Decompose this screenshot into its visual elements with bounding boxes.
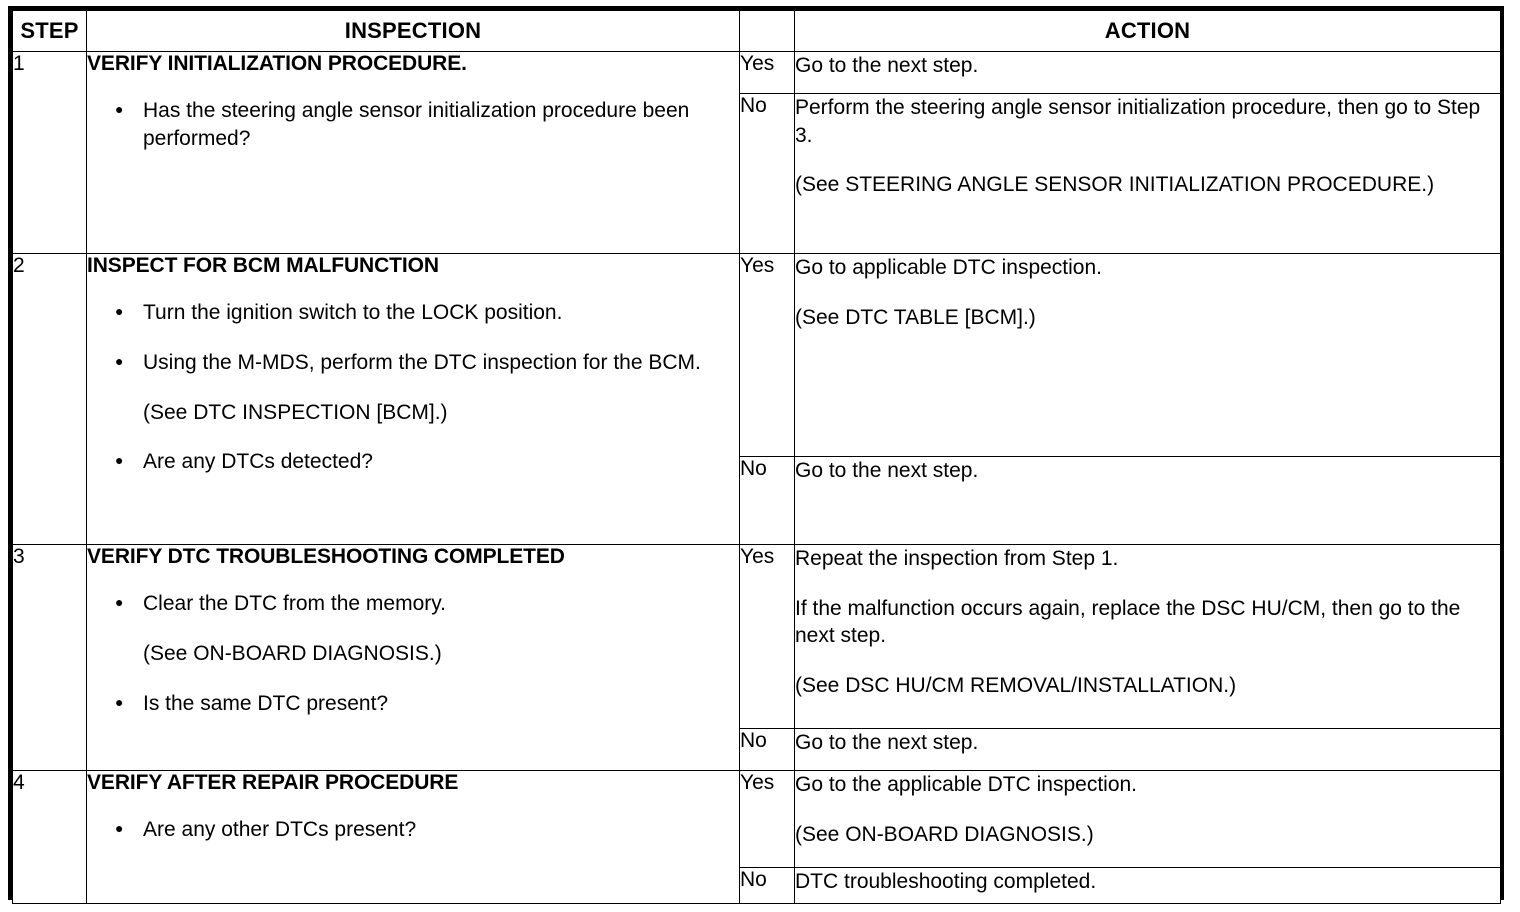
action-paragraph: Go to applicable DTC inspection. [795,256,1102,279]
inspection-note-item: (See DTC INSPECTION [BCM].) [143,400,448,424]
inspection-cell: INSPECT FOR BCM MALFUNCTION Turn the igni… [86,253,740,545]
inspection-title: VERIFY DTC TROUBLESHOOTING COMPLETED [87,545,565,568]
inspection-bullet-item: Is the same DTC present? [115,689,739,718]
inspection-item-list: Has the steering angle sensor initializa… [87,96,739,152]
branch-label-yes: Yes [739,544,795,729]
inspection-title: VERIFY INITIALIZATION PROCEDURE. [87,52,467,75]
inspection-title: VERIFY AFTER REPAIR PROCEDURE [87,771,459,794]
inspection-cell: VERIFY INITIALIZATION PROCEDURE. Has the … [86,51,740,254]
branch-label-yes: Yes [739,253,795,457]
action-cell: Repeat the inspection from Step 1. If the… [794,544,1501,729]
action-paragraph: If the malfunction occurs again, replace… [795,596,1461,648]
header-yesno [739,10,795,52]
action-paragraph: Perform the steering angle sensor initia… [795,96,1481,147]
action-paragraph: Go to the next step. [795,731,979,754]
action-paragraph: (See DTC TABLE [BCM].) [795,305,1036,329]
action-cell: DTC troubleshooting completed. [794,867,1501,904]
inspection-item-list: Clear the DTC from the memory. (See ON-BO… [87,589,739,718]
branch-label-no: No [739,93,795,254]
action-paragraph: DTC troubleshooting completed. [795,870,1097,893]
action-cell: Go to the next step. [794,456,1501,545]
action-paragraph: Go to the next step. [795,459,979,482]
branch-label-no: No [739,456,795,545]
inspection-bullet-item: Are any other DTCs present? [115,815,739,844]
action-cell: Go to the next step. [794,728,1501,771]
header-row: STEP INSPECTION ACTION [12,10,1501,52]
inspection-bullet-item: Has the steering angle sensor initializa… [115,96,739,152]
inspection-note-item: (See ON-BOARD DIAGNOSIS.) [143,641,442,665]
header-step: STEP [12,10,87,52]
branch-label-no: No [739,867,795,904]
step-number-cell: 3 [12,544,87,771]
action-cell: Go to the applicable DTC inspection. (See… [794,770,1501,868]
inspection-bullet-item: Are any DTCs detected? [115,447,739,476]
action-cell: Go to applicable DTC inspection. (See DTC… [794,253,1501,457]
action-paragraph: Go to the next step. [795,54,979,77]
branch-label-no: No [739,728,795,771]
inspection-title: INSPECT FOR BCM MALFUNCTION [87,254,439,277]
step-number-cell: 1 [12,51,87,254]
inspection-bullet-item: Using the M-MDS, perform the DTC inspect… [115,348,739,377]
inspection-cell: VERIFY AFTER REPAIR PROCEDURE Are any oth… [86,770,740,904]
header-action: ACTION [794,10,1501,52]
branch-label-yes: Yes [739,770,795,868]
inspection-bullet-item: Turn the ignition switch to the LOCK pos… [115,298,739,327]
inspection-item-list: Turn the ignition switch to the LOCK pos… [87,298,739,476]
action-cell: Perform the steering angle sensor initia… [794,93,1501,254]
step-number-cell: 4 [12,770,87,904]
table-header: STEP INSPECTION ACTION [12,10,1501,52]
inspection-item-list: Are any other DTCs present? [87,815,739,844]
action-paragraph: (See STEERING ANGLE SENSOR INITIALIZATIO… [795,173,1435,197]
action-paragraph: (See ON-BOARD DIAGNOSIS.) [795,822,1094,846]
header-inspection: INSPECTION [86,10,740,52]
step-number-cell: 2 [12,253,87,545]
inspection-cell: VERIFY DTC TROUBLESHOOTING COMPLETED Clea… [86,544,740,771]
action-paragraph: (See DSC HU/CM REMOVAL/INSTALLATION.) [795,674,1237,698]
action-cell: Go to the next step. [794,51,1501,94]
branch-label-yes: Yes [739,51,795,94]
inspection-bullet-item: Clear the DTC from the memory. [115,589,739,618]
action-paragraph: Repeat the inspection from Step 1. [795,547,1119,570]
action-paragraph: Go to the applicable DTC inspection. [795,773,1138,796]
